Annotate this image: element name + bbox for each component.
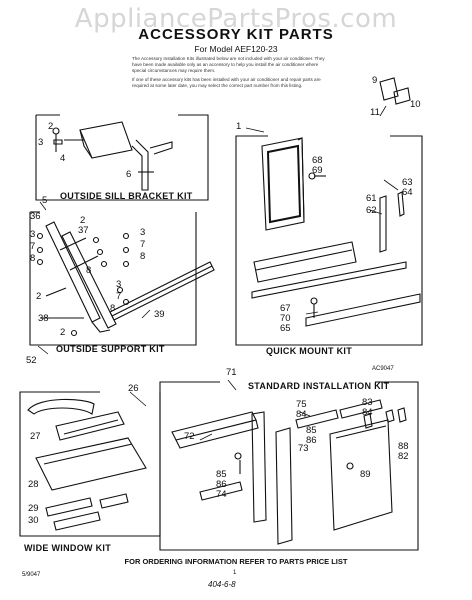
page-number: 1 (233, 570, 237, 576)
watermark: AppliancePartsPros.com (74, 4, 398, 34)
form-code: 5/9047 (22, 572, 41, 578)
callout-64: 64 (402, 187, 413, 198)
wide-window-parts (27, 398, 147, 531)
callout-74: 74 (216, 489, 227, 500)
callout-3: 3 (116, 279, 122, 290)
ac-code: AC9047 (372, 366, 394, 372)
callout-84: 84 (296, 409, 307, 420)
callout-65: 65 (280, 323, 291, 334)
callout-7: 7 (140, 239, 146, 250)
callout-3: 3 (140, 227, 146, 238)
callout-8: 8 (110, 303, 116, 314)
callout-85: 85 (306, 425, 317, 436)
quick-mount-frame (235, 135, 423, 346)
callout-72: 72 (184, 431, 195, 442)
callout-4: 4 (60, 153, 66, 164)
callout-2: 2 (80, 215, 86, 226)
callout-61: 61 (366, 193, 377, 204)
callout-2: 2 (48, 121, 54, 132)
callout-7: 7 (116, 291, 122, 302)
callout-1: 1 (236, 121, 242, 132)
callout-26: 26 (128, 383, 139, 394)
callout-88: 88 (398, 441, 409, 452)
support-kit-label: OUTSIDE SUPPORT KIT (56, 344, 165, 354)
footer-note: FOR ORDERING INFORMATION REFER TO PARTS … (124, 557, 348, 566)
callout-11: 11 (370, 107, 380, 118)
callout-89: 89 (360, 469, 371, 480)
callout-63: 63 (402, 177, 413, 188)
callout-2: 2 (60, 327, 66, 338)
callout-28: 28 (28, 479, 39, 490)
leader-lines (37, 105, 399, 441)
callout-10: 10 (410, 99, 421, 110)
handwritten-note: 404-6-8 (208, 580, 236, 589)
sill-bracket-parts (52, 121, 173, 191)
standard-kit-parts (171, 399, 407, 545)
callout-67: 67 (280, 303, 291, 314)
wide-window-kit-label: WIDE WINDOW KIT (24, 543, 111, 553)
callout-8: 8 (140, 251, 146, 262)
wide-window-kit-frame (19, 391, 161, 537)
callout-75: 75 (296, 399, 307, 410)
callout-3: 3 (30, 229, 36, 240)
model-number: For Model AEF120-23 (194, 44, 278, 54)
callout-70: 70 (280, 313, 291, 324)
callout-8: 8 (30, 253, 36, 264)
callout-39: 39 (154, 309, 165, 320)
callout-84: 84 (362, 407, 373, 418)
callout-27: 27 (30, 431, 41, 442)
callout-2: 2 (36, 291, 42, 302)
callout-73: 73 (298, 443, 309, 454)
quick-mount-parts (251, 77, 421, 327)
callout-9: 9 (372, 75, 378, 86)
page-title: ACCESSORY KIT PARTS (138, 26, 334, 43)
callout-37: 37 (78, 225, 89, 236)
callout-29: 29 (28, 503, 39, 514)
intro-paragraph-1: The Accessory Installation Kits illustra… (132, 56, 325, 73)
standard-kit-frame (159, 381, 419, 551)
callout-86: 86 (306, 435, 317, 446)
callout-3: 3 (38, 137, 44, 148)
callout-52: 52 (26, 355, 37, 366)
sill-bracket-kit-label: OUTSIDE SILL BRACKET KIT (60, 191, 193, 201)
callout-86: 86 (216, 479, 227, 490)
callout-30: 30 (28, 515, 39, 526)
callout-8: 8 (86, 265, 92, 276)
callout-68: 68 (312, 155, 323, 166)
callout-83: 83 (362, 397, 373, 408)
callout-36: 36 (30, 211, 41, 222)
intro-text: The Accessory Installation Kits illustra… (132, 56, 332, 92)
callout-69: 69 (312, 165, 323, 176)
support-kit-parts (36, 221, 215, 337)
sill-bracket-kit-frame (35, 114, 209, 201)
callout-85: 85 (216, 469, 227, 480)
callout-38: 38 (38, 313, 49, 324)
callout-71: 71 (226, 367, 237, 378)
quick-mount-kit-label: QUICK MOUNT KIT (266, 346, 352, 356)
callout-82: 82 (398, 451, 409, 462)
standard-kit-label: STANDARD INSTALLATION KIT (248, 381, 390, 391)
callout-6: 6 (126, 169, 132, 180)
intro-paragraph-2: If one of these accessory kits has been … (132, 77, 321, 88)
callout-7: 7 (30, 241, 36, 252)
callout-5: 5 (42, 195, 48, 206)
callout-62: 62 (366, 205, 377, 216)
